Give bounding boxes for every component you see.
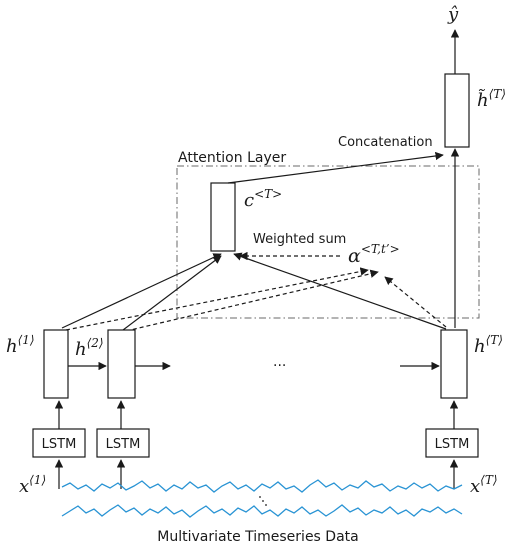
input-label-T: x⟨T⟩: [470, 473, 498, 497]
hidden-state-box-T: [440, 329, 468, 399]
attention-layer-frame: [176, 165, 480, 319]
hidden-state-box-1: [43, 329, 69, 399]
dashed-h2-to-alpha: [125, 269, 379, 332]
concatenation-label: Concatenation: [338, 135, 433, 150]
dashed-hT-to-alpha: [384, 276, 447, 328]
alpha-label: α<T,t’>: [348, 242, 400, 267]
arrow-h1-to-context: [61, 253, 222, 329]
lstm-box-T: [425, 428, 479, 458]
dashed-h1-to-alpha: [65, 267, 369, 331]
weighted-sum-label: Weighted sum: [253, 232, 346, 247]
lstm-label-T: LSTM: [435, 437, 470, 452]
hidden-state-box-2: [107, 329, 136, 399]
data-caption: Multivariate Timeseries Data: [157, 529, 358, 545]
arrow-h2-to-context: [122, 255, 222, 331]
sequence-ellipsis: ···: [273, 358, 286, 374]
lstm-label-2: LSTM: [106, 437, 141, 452]
hidden-state-label-T: h⟨T⟩: [474, 333, 503, 357]
output-y-hat: ŷ: [447, 4, 459, 25]
arrow-context-to-concat: [227, 151, 444, 184]
h-tilde-label: h̃⟨T⟩: [477, 87, 506, 111]
h-tilde-box: [444, 73, 470, 148]
context-vector-box: [210, 182, 236, 252]
input-label-1: x⟨1⟩: [19, 473, 46, 497]
hidden-state-label-2: h⟨2⟩: [75, 336, 104, 360]
timeseries-line-top: [61, 479, 463, 493]
lstm-label-1: LSTM: [42, 437, 77, 452]
lstm-box-2: [96, 428, 150, 458]
series-separator-dots: [259, 496, 267, 506]
attention-layer-label: Attention Layer: [178, 150, 286, 166]
hidden-state-label-1: h⟨1⟩: [6, 333, 35, 357]
lstm-box-1: [32, 428, 86, 458]
timeseries-line-bottom: [61, 504, 463, 518]
context-vector-label: c<T>: [244, 187, 282, 211]
arrow-hT-to-context: [233, 252, 447, 330]
